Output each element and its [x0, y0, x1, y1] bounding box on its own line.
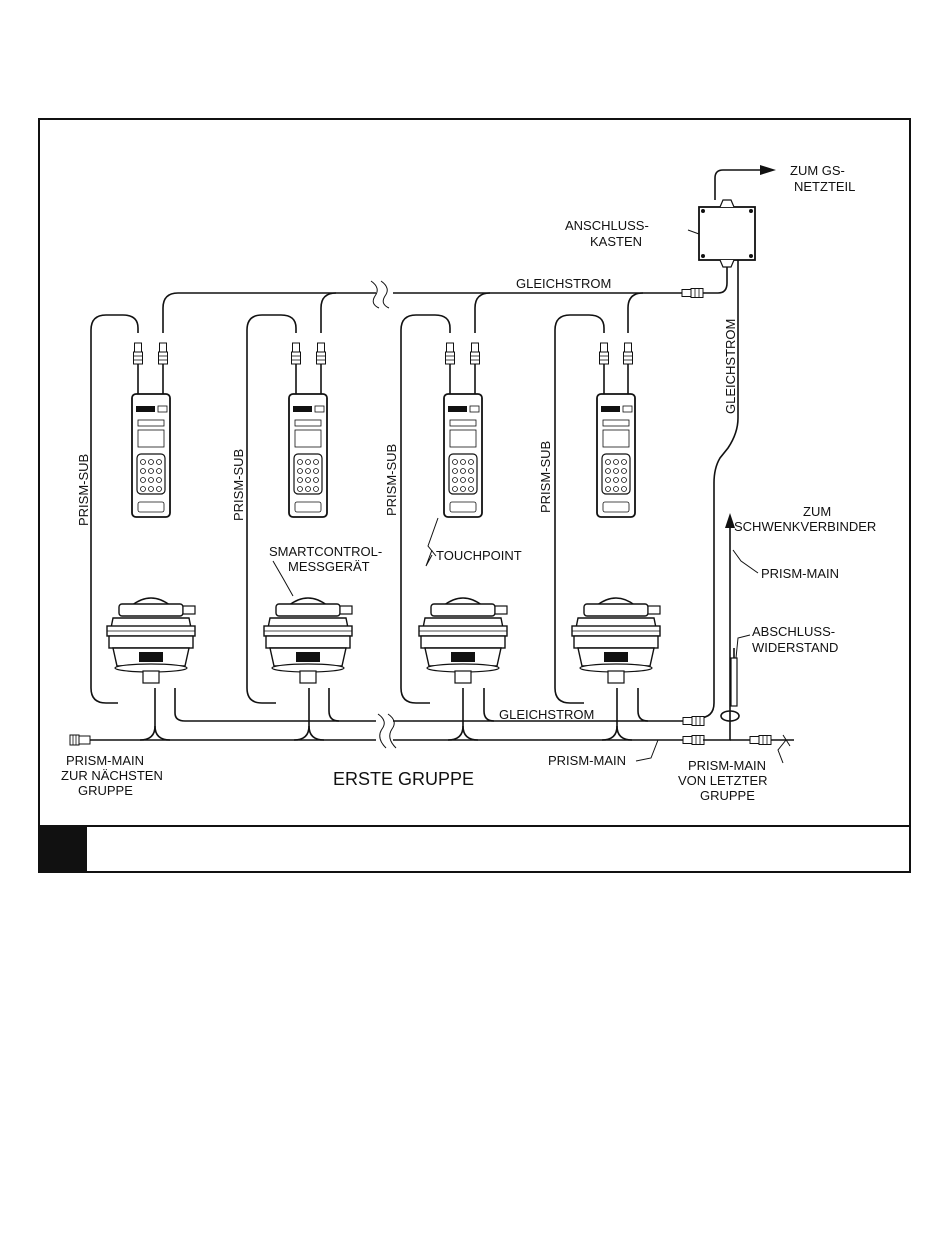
label-last-group-3: GRUPPE	[700, 788, 755, 803]
label-smartcontrol-2: MESSGERÄT	[288, 559, 370, 574]
break-mark-top-2	[381, 281, 389, 308]
label-abschluss-1: ABSCHLUSS-	[752, 624, 835, 639]
touchpoint-controller-4	[597, 394, 635, 517]
station-3	[401, 315, 507, 703]
prism-main-drop-3a	[448, 688, 463, 740]
label-anschlusskasten-2: KASTEN	[590, 234, 642, 249]
label-abschluss-2: WIDERSTAND	[752, 640, 838, 655]
dc-bottom-drop-2	[329, 688, 339, 721]
smartcontrol-meter-2	[264, 598, 352, 683]
label-zum-schwenk-2: SCHWENKVERBINDER	[734, 519, 876, 534]
dc-to-junction	[703, 267, 727, 293]
label-gleichstrom-vertical: GLEICHSTROM	[723, 319, 738, 414]
label-erste-gruppe: ERSTE GRUPPE	[333, 769, 474, 789]
dc-bus-top-left	[163, 293, 376, 333]
label-zum-gs-1: ZUM GS-	[790, 163, 845, 178]
smartcontrol-meter-4	[572, 598, 660, 683]
label-prism-main-right: PRISM-MAIN	[761, 566, 839, 581]
prism-main-drop-2a	[294, 688, 309, 740]
prism-main-drop-1b	[155, 726, 170, 740]
dc-drop-4	[628, 293, 643, 333]
touchpoint-controller-2	[289, 394, 327, 517]
label-prism-main-bottom: PRISM-MAIN	[548, 753, 626, 768]
touchpoint-controller-3	[444, 394, 482, 517]
label-last-group-2: VON LETZTER	[678, 773, 768, 788]
caption-marker	[39, 826, 87, 872]
power-supply-cable	[715, 170, 760, 200]
next-group-connector	[70, 735, 90, 745]
dc-bottom-drop-3	[484, 688, 494, 721]
break-mark-bottom-2	[388, 714, 396, 748]
prism-main-drop-4b	[617, 726, 632, 740]
prism-main-drop-3b	[463, 726, 478, 740]
leader-prism-main-top	[733, 550, 758, 573]
prism-main-drop-4a	[602, 688, 617, 740]
label-next-group-3: GRUPPE	[78, 783, 133, 798]
junction-box	[699, 200, 755, 267]
dc-drop-3	[475, 293, 490, 333]
dc-bus-bottom-left	[175, 688, 376, 721]
station-4	[555, 315, 660, 703]
station-1	[91, 315, 195, 703]
smartcontrol-meter-1	[107, 598, 195, 683]
touchpoint-controller-1	[132, 394, 170, 517]
label-prism-sub-4: PRISM-SUB	[538, 441, 553, 513]
label-next-group-1: PRISM-MAIN	[66, 753, 144, 768]
label-prism-sub-2: PRISM-SUB	[231, 449, 246, 521]
label-smartcontrol-1: SMARTCONTROL-	[269, 544, 382, 559]
label-gleichstrom-bottom: GLEICHSTROM	[499, 707, 594, 722]
leader-anschlusskasten	[688, 230, 699, 234]
dc-drop-2	[321, 293, 336, 333]
label-zum-gs-2: NETZTEIL	[794, 179, 855, 194]
leader-prism-main-bottom	[636, 740, 658, 761]
label-zum-schwenk-1: ZUM	[803, 504, 831, 519]
label-prism-sub-1: PRISM-SUB	[76, 454, 91, 526]
dc-bottom-drop-4	[638, 688, 648, 721]
smartcontrol-meter-3	[419, 598, 507, 683]
label-prism-sub-3: PRISM-SUB	[384, 444, 399, 516]
wiring-diagram: ZUM GS- NETZTEIL ANSCHLUSS- KASTEN GLEIC…	[38, 118, 911, 873]
label-anschlusskasten-1: ANSCHLUSS-	[565, 218, 649, 233]
power-supply-arrow	[760, 165, 776, 175]
label-next-group-2: ZUR NÄCHSTEN	[61, 768, 163, 783]
prism-main-drop-1a	[140, 688, 155, 740]
break-mark-top-1	[371, 281, 379, 308]
leader-prism-main-last	[778, 740, 786, 763]
label-last-group-1: PRISM-MAIN	[688, 758, 766, 773]
label-gleichstrom-top: GLEICHSTROM	[516, 276, 611, 291]
prism-main-trunk	[703, 518, 730, 740]
wiring-diagram-frame: ZUM GS- NETZTEIL ANSCHLUSS- KASTEN GLEIC…	[38, 118, 911, 873]
prism-main-drop-2b	[309, 726, 324, 740]
station-2	[247, 315, 352, 703]
label-touchpoint: TOUCHPOINT	[436, 548, 522, 563]
leader-abschluss	[736, 635, 750, 658]
break-mark-bottom-1	[378, 714, 386, 748]
